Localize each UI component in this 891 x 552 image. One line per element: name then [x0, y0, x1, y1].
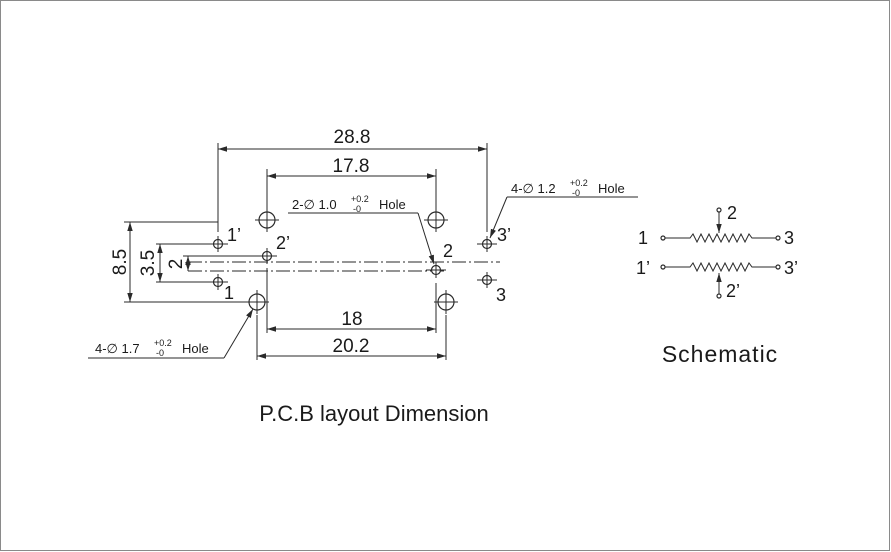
dim-20-2: 20.2 [333, 336, 370, 357]
mount-hole-top-right [424, 208, 448, 232]
dim-3-5: 3.5 [138, 250, 159, 276]
pcb-layout: 28.8 17.8 18 20.2 8.5 3.5 2 [88, 127, 638, 426]
mount-hole-bottom-left [245, 290, 269, 314]
pin-label-1p: 1’ [227, 225, 241, 245]
schematic-label-3: 3 [784, 228, 794, 248]
dim-28-8: 28.8 [334, 127, 371, 148]
pin-hole-1 [208, 274, 228, 290]
dim-18: 18 [341, 309, 362, 330]
dim-8-5: 8.5 [110, 249, 131, 275]
leader-hole-1-2: 4-∅ 1.2 +0.2 -0 Hole [489, 178, 638, 239]
svg-text:4-∅ 1.2: 4-∅ 1.2 [511, 181, 556, 196]
pin-label-1: 1 [224, 283, 234, 303]
schematic-label-1: 1 [638, 228, 648, 248]
dim-2: 2 [166, 259, 187, 270]
leader-hole-1-7: 4-∅ 1.7 +0.2 -0 Hole [88, 308, 254, 359]
pcb-title: P.C.B layout Dimension [259, 401, 489, 426]
schematic-pot-upper [660, 207, 781, 244]
dim-17-8: 17.8 [333, 156, 370, 177]
svg-text:Hole: Hole [182, 341, 209, 356]
schematic-label-2: 2 [727, 203, 737, 223]
leader-hole-1-0: 2-∅ 1.0 +0.2 -0 Hole [288, 194, 435, 265]
pin-hole-2 [426, 262, 446, 278]
svg-text:4-∅ 1.7: 4-∅ 1.7 [95, 341, 140, 356]
schematic: 1 2 3 1’ 2’ 3’ Schematic [636, 203, 798, 367]
schematic-pot-lower [660, 261, 781, 299]
svg-text:+0.2: +0.2 [570, 178, 588, 188]
schematic-label-3p: 3’ [784, 258, 798, 278]
svg-text:+0.2: +0.2 [154, 338, 172, 348]
svg-text:Hole: Hole [379, 197, 406, 212]
pin-hole-3p [477, 236, 497, 252]
pin-hole-1p [208, 236, 228, 252]
pin-label-2p: 2’ [276, 233, 290, 253]
mount-hole-bottom-right [434, 290, 458, 314]
pin-label-3: 3 [496, 285, 506, 305]
schematic-label-1p: 1’ [636, 258, 650, 278]
svg-text:2-∅ 1.0: 2-∅ 1.0 [292, 197, 337, 212]
svg-text:-0: -0 [156, 348, 164, 358]
pin-label-3p: 3’ [497, 225, 511, 245]
svg-text:Hole: Hole [598, 181, 625, 196]
mount-hole-top-left [255, 208, 279, 232]
svg-text:+0.2: +0.2 [351, 194, 369, 204]
pin-hole-2p [257, 248, 277, 264]
pin-hole-3 [477, 272, 497, 288]
schematic-label-2p: 2’ [726, 281, 740, 301]
pin-label-2: 2 [443, 241, 453, 261]
schematic-title: Schematic [662, 341, 778, 367]
svg-text:-0: -0 [353, 204, 361, 214]
svg-text:-0: -0 [572, 188, 580, 198]
